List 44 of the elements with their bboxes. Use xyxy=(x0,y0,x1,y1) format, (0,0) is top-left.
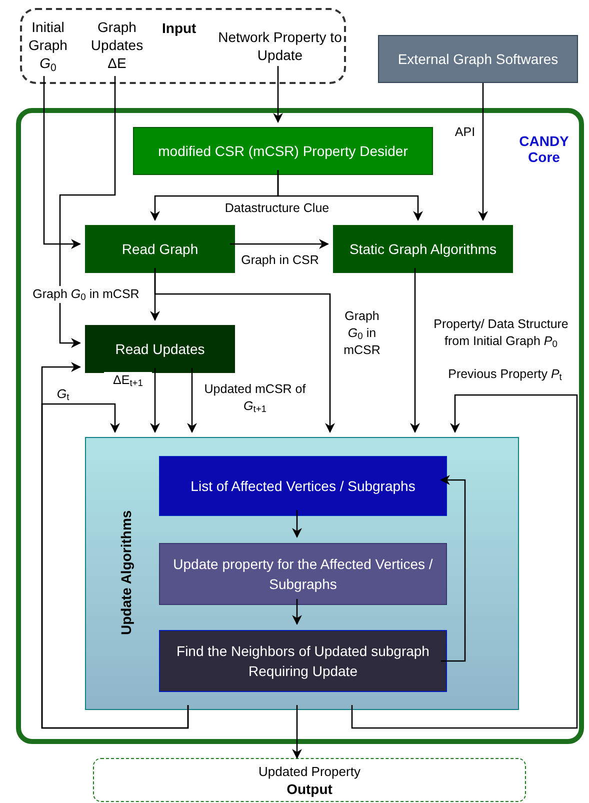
box-label: Updated Property xyxy=(258,764,360,780)
group-title: Input xyxy=(162,19,196,38)
update-container xyxy=(85,437,519,710)
arrow xyxy=(187,368,197,433)
arrow xyxy=(150,368,160,433)
input-label: Initial Graph G$_{0}$ xyxy=(28,18,68,72)
box-label: External Graph Softwares xyxy=(398,50,558,69)
process-box xyxy=(333,225,513,273)
arrow xyxy=(292,599,302,625)
process-box xyxy=(159,456,447,516)
output-box xyxy=(93,758,526,802)
process-box xyxy=(159,543,447,605)
box-label: List of Affected Vertices / Subgraphs xyxy=(190,476,416,496)
arrow xyxy=(292,705,302,759)
arrow xyxy=(351,394,578,729)
process-box xyxy=(378,35,578,83)
core-container xyxy=(16,108,584,744)
process-box xyxy=(85,325,235,373)
arrow xyxy=(230,239,329,249)
box-label: Update property for the Affected Vertices / Subgraphs xyxy=(172,555,434,594)
container-title: CANDY Core xyxy=(518,133,570,165)
box-label: Read Updates xyxy=(115,340,205,359)
process-box xyxy=(133,127,433,175)
container-title: Update Algorithms xyxy=(117,510,135,638)
arrow xyxy=(440,475,466,662)
arrow xyxy=(43,76,81,249)
box-title: Output xyxy=(286,780,332,798)
arrow xyxy=(154,268,335,433)
process-box xyxy=(85,225,235,273)
process-box xyxy=(159,630,447,692)
arrow xyxy=(292,510,302,538)
box-label: Static Graph Algorithms xyxy=(349,240,497,259)
arrow xyxy=(410,268,420,433)
arrow xyxy=(277,170,423,221)
arrow xyxy=(478,83,488,221)
edge-label: ΔE$_{t+1}$ xyxy=(104,372,152,389)
input-group-box xyxy=(20,8,346,84)
arrow xyxy=(59,76,116,348)
input-label: Graph Updates ΔE xyxy=(90,18,144,72)
box-label: modified CSR (mCSR) Property Desider xyxy=(158,142,408,161)
arrow xyxy=(273,66,283,123)
box-label: Find the Neighbors of Updated subgraph Requiring Update xyxy=(176,642,430,681)
box-label: Read Graph xyxy=(122,240,198,259)
input-label: Network Property to Update xyxy=(217,28,343,64)
